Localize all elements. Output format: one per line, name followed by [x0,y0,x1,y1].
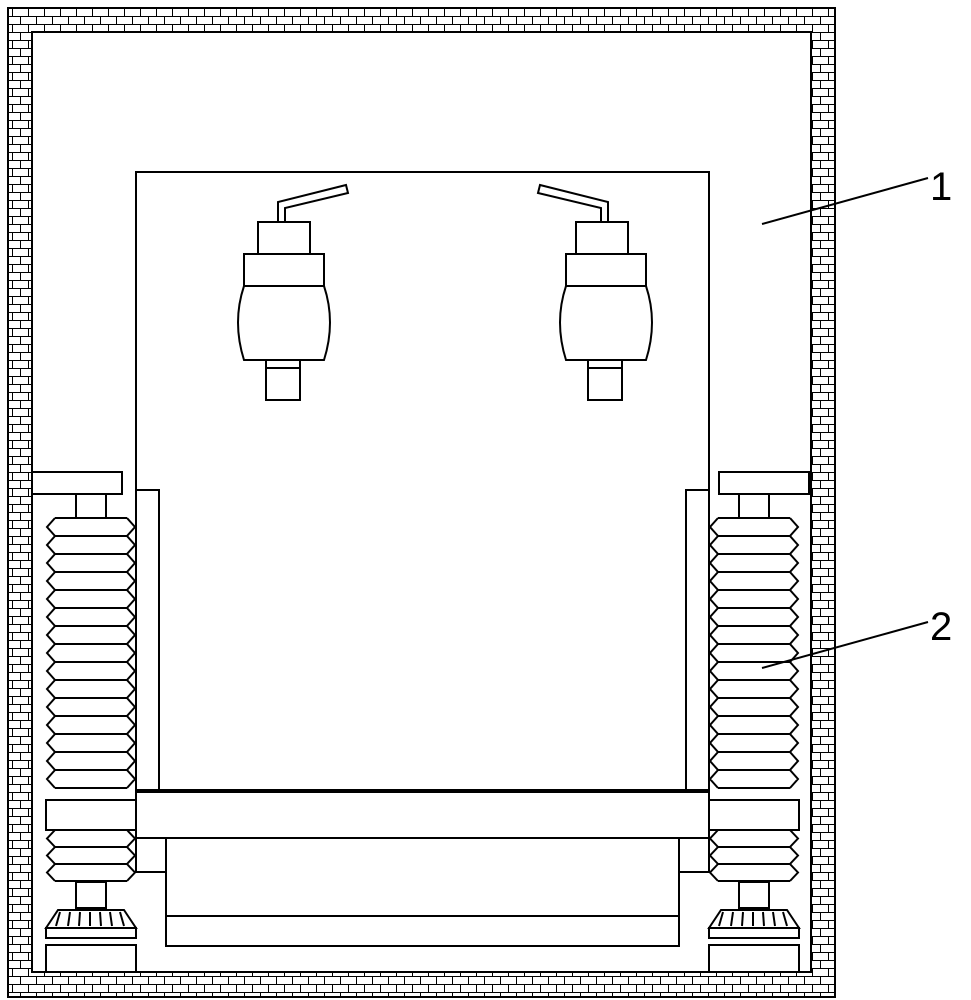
leader-line-2 [761,621,929,669]
left-bellows-column [31,471,138,973]
left-nozzle [237,183,350,401]
leader-line-1 [761,177,929,225]
right-bellows-upper [708,517,800,789]
lower-platform [135,789,710,947]
callout-leaders [761,177,929,669]
callout-label-1: 1 [930,165,952,209]
callout-label-2: 2 [930,605,952,649]
central-frame [135,171,710,793]
outer-housing [7,7,836,998]
right-nozzle [536,183,653,401]
left-bellows-upper [45,517,137,789]
left-bellows-lower [45,829,137,882]
right-bellows-column [707,471,810,973]
guide-rails [135,489,710,791]
right-bellows-lower [708,829,800,882]
